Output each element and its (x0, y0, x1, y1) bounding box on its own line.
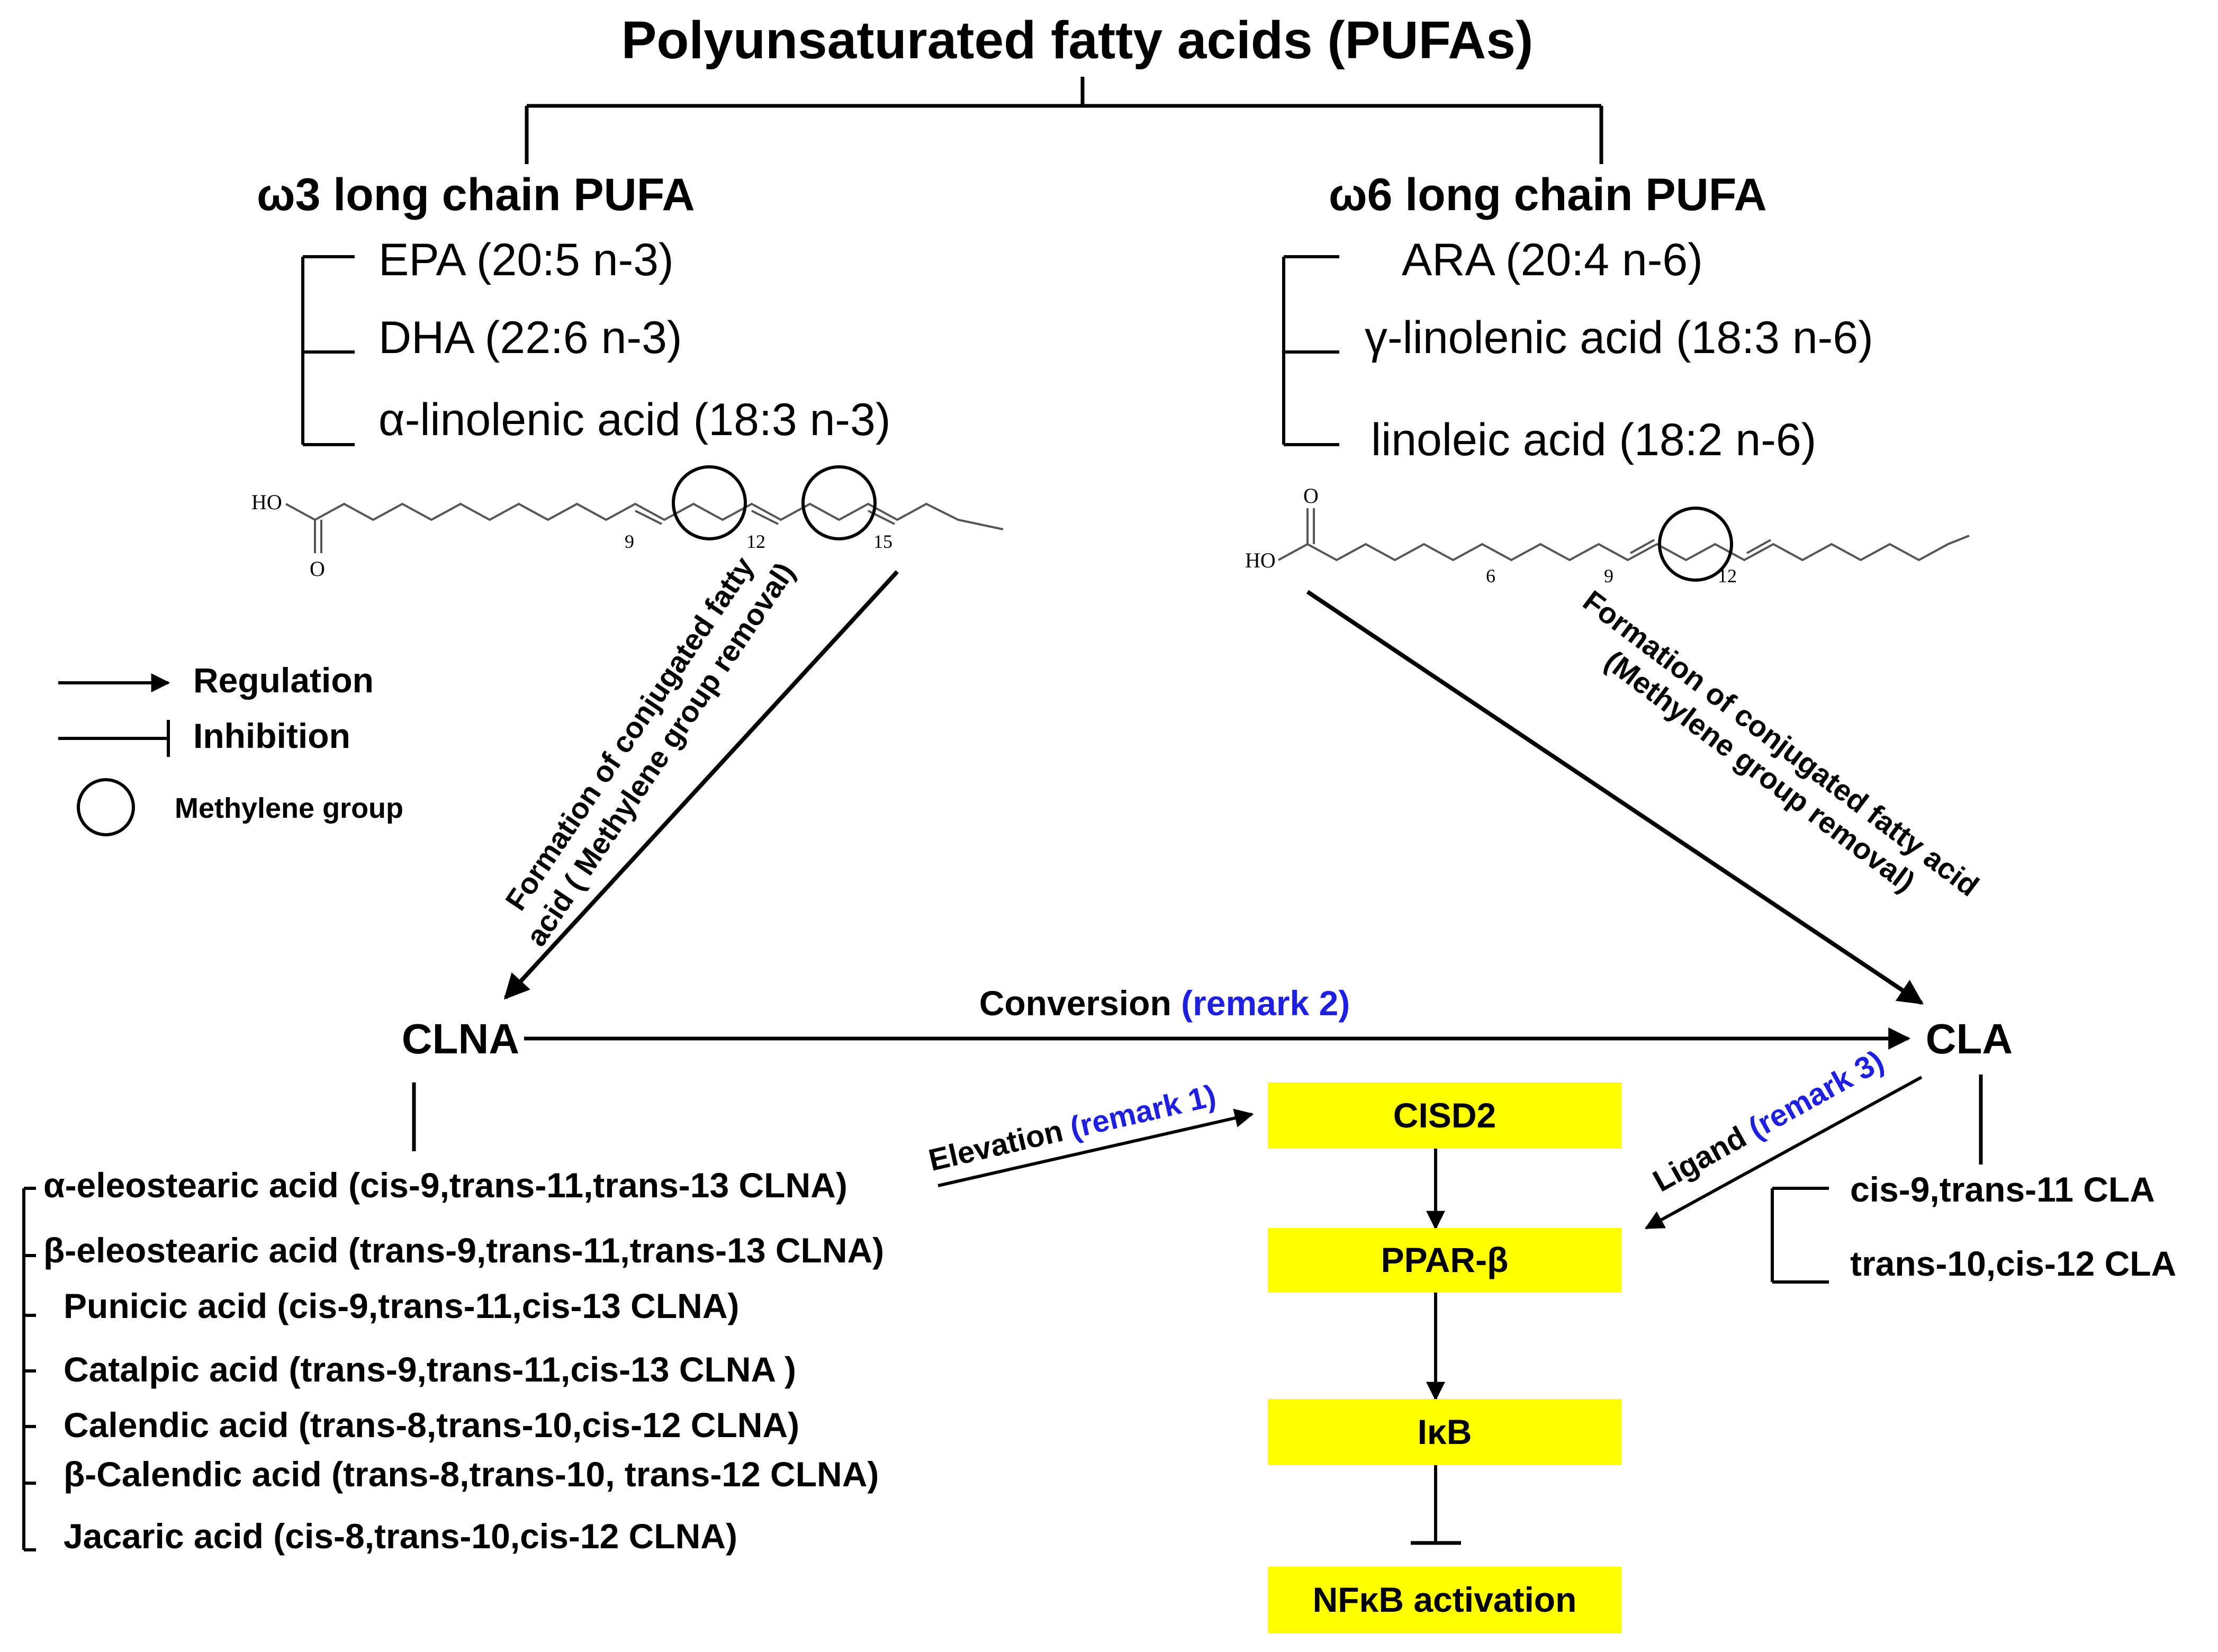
clna-item: β-Calendic acid (trans-8,trans-10, trans… (64, 1455, 879, 1494)
omega3-item: EPA (20:5 n-3) (378, 234, 674, 285)
box-ppar-label: PPAR-β (1381, 1240, 1509, 1279)
arrow-to-clna (503, 570, 899, 1000)
clna-item: Calendic acid (trans-8,trans-10,cis-12 C… (64, 1405, 799, 1445)
left-arrow-label: Formation of conjugated fatty acid ( Met… (499, 550, 801, 952)
clna-item: α-eleostearic acid (cis-9,trans-11,trans… (43, 1166, 847, 1205)
svg-text:(Methylene group removal): (Methylene group removal) (1599, 644, 1921, 898)
right-arrow-label: Formation of conjugated fatty acid (Meth… (1577, 584, 1985, 903)
omega6-item: γ-linolenic acid (18:3 n-6) (1365, 312, 1873, 363)
cla-list-bracket (1771, 1187, 1829, 1284)
clna-item: Punicic acid (cis-9,trans-11,cis-13 CLNA… (64, 1286, 739, 1325)
svg-text:Formation of conjugated fatty: Formation of conjugated fatty acid (1577, 584, 1985, 903)
legend: Regulation Inhibition Methylene group (58, 661, 403, 836)
svg-text:9: 9 (1604, 565, 1613, 586)
omega3-heading: ω3 long chain PUFA (257, 169, 695, 220)
elevation-label: Elevation (remark 1) (925, 1078, 1219, 1178)
omega6-bracket (1282, 255, 1339, 446)
omega6-item: ARA (20:4 n-6) (1402, 234, 1703, 285)
conversion-label: Conversion (remark 2) (979, 983, 1350, 1023)
svg-text:HO: HO (1245, 548, 1276, 572)
arrow-to-cla (1306, 590, 1924, 1005)
methylene-circle (801, 465, 877, 540)
clna-item: Catalpic acid (trans-9,trans-11,cis-13 C… (64, 1350, 796, 1389)
legend-inhibition-label: Inhibition (193, 716, 350, 755)
omega3-item: α-linolenic acid (18:3 n-3) (378, 394, 891, 445)
structure-alpha-linolenic: HO O 9 12 15 (251, 465, 1004, 581)
box-nfkb (1268, 1567, 1621, 1633)
clna-item: β-eleostearic acid (trans-9,trans-11,tra… (43, 1231, 884, 1270)
legend-regulation-label: Regulation (193, 661, 374, 700)
box-cisd2-label: CISD2 (1393, 1096, 1496, 1135)
svg-text:9: 9 (625, 531, 634, 552)
diagram-title: Polyunsaturated fatty acids (PUFAs) (621, 11, 1534, 70)
clna-item: Jacaric acid (cis-8,trans-10,cis-12 CLNA… (64, 1516, 737, 1556)
clna-list-bracket (22, 1187, 36, 1551)
cla-item: cis-9,trans-11 CLA (1850, 1170, 2155, 1209)
svg-text:acid ( Methylene group removal: acid ( Methylene group removal) (519, 556, 801, 952)
omega6-item: linoleic acid (18:2 n-6) (1371, 414, 1816, 465)
cla-label: CLA (1926, 1015, 2013, 1062)
box-ppar (1268, 1228, 1621, 1293)
legend-methylene-label: Methylene group (175, 792, 403, 824)
svg-text:HO: HO (251, 490, 282, 514)
elevation-arrow (937, 1108, 1254, 1187)
omega6-heading: ω6 long chain PUFA (1329, 169, 1767, 220)
svg-text:12: 12 (746, 531, 765, 552)
box-ikb-label: IκB (1418, 1412, 1472, 1451)
box-cisd2 (1268, 1082, 1621, 1149)
omega3-item: DHA (22:6 n-3) (378, 312, 682, 363)
ligand-arrow (1644, 1076, 1923, 1230)
legend-methylene-icon (77, 778, 135, 836)
methylene-circle (1658, 507, 1733, 582)
svg-text:O: O (310, 557, 325, 581)
pathway: CISD2 PPAR-β IκB NFκB activation (1268, 1082, 1621, 1633)
svg-text:15: 15 (873, 531, 892, 552)
methylene-circle (672, 465, 747, 540)
clna-label: CLNA (402, 1015, 519, 1062)
svg-text:O: O (1303, 484, 1319, 508)
box-ikb (1268, 1399, 1621, 1465)
box-nfkb-label: NFκB activation (1313, 1580, 1577, 1619)
svg-text:6: 6 (1486, 565, 1495, 586)
structure-linoleic: O HO 6 9 12 (1245, 484, 1970, 586)
title-bracket (525, 77, 1603, 164)
cla-item: trans-10,cis-12 CLA (1850, 1244, 2176, 1283)
omega3-bracket (301, 255, 355, 446)
